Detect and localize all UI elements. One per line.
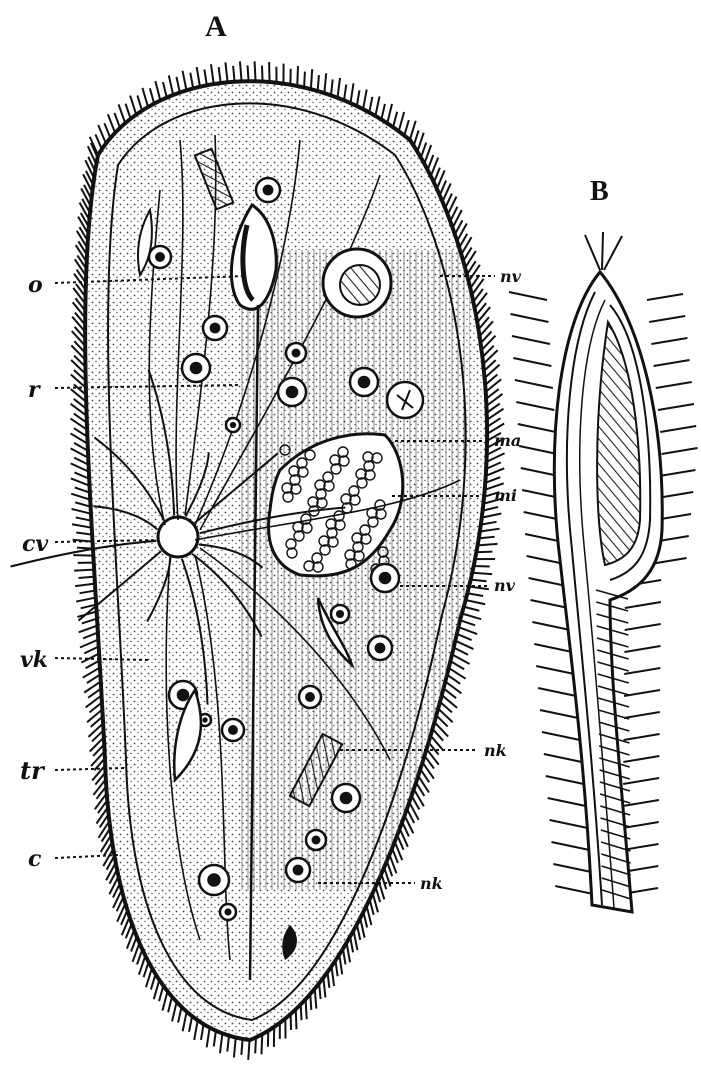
label-nv-top: nv xyxy=(500,267,522,286)
label-nk-bottom: nk xyxy=(420,874,443,893)
label-ma: ma xyxy=(494,431,521,450)
paramecium-body xyxy=(11,50,540,1060)
label-tr: tr xyxy=(20,756,46,785)
label-nk-top: nk xyxy=(484,741,507,760)
panel-label-a: A xyxy=(205,10,227,43)
label-r: r xyxy=(28,377,41,403)
panel-label-b: B xyxy=(590,176,609,207)
label-c: c xyxy=(28,846,42,872)
label-mi: mi xyxy=(494,486,517,505)
label-cv: cv xyxy=(22,531,48,557)
oral-apparatus-detail xyxy=(509,232,698,912)
label-o: o xyxy=(28,272,43,298)
label-nv-bottom: nv xyxy=(494,576,516,595)
label-vk: vk xyxy=(20,647,48,673)
